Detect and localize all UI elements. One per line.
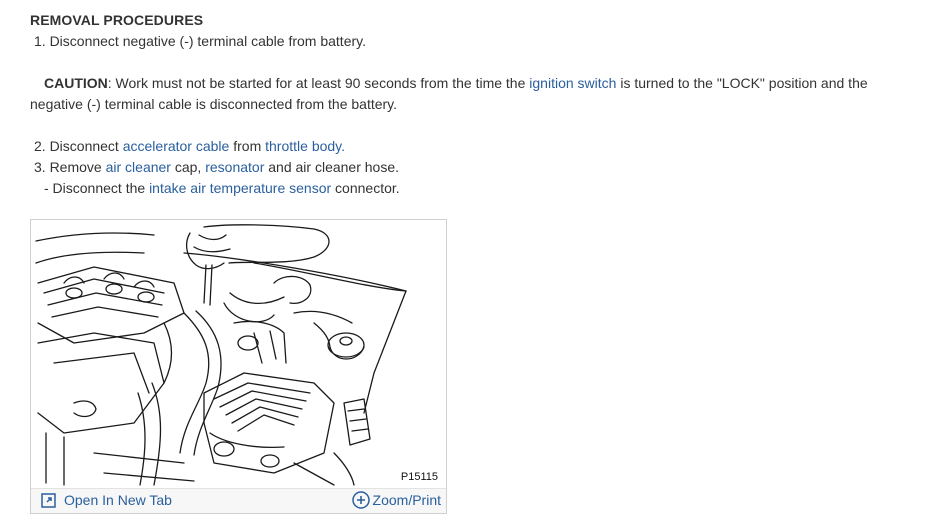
step-3-mid: cap, (170, 159, 206, 175)
caution-label: CAUTION (44, 75, 108, 91)
plus-circle-icon (351, 491, 370, 509)
engine-line-drawing (35, 224, 407, 486)
throttle-body-link[interactable]: throttle body (265, 138, 342, 154)
step-3-suffix: and air cleaner hose. (264, 159, 400, 175)
caution-line-1: CAUTION: Work must not be started for at… (44, 73, 868, 94)
step-2-mid: from (229, 138, 266, 154)
figure-toolbar: Open In New Tab Zoom/Print (31, 488, 446, 513)
step-1: 1. Disconnect negative (-) terminal cabl… (34, 33, 366, 49)
resonator-link[interactable]: resonator (205, 159, 265, 175)
step-3: 3. Remove air cleaner cap, resonator and… (34, 157, 399, 178)
figure-panel: P15115 Open In New Tab Zo (30, 219, 447, 514)
substep-disconnect-sensor: - Disconnect the intake air temperature … (44, 178, 400, 199)
section-heading: REMOVAL PROCEDURES (30, 12, 204, 28)
open-in-new-tab-label: Open In New Tab (64, 492, 172, 508)
caution-text-part1: : Work must not be started for at least … (107, 75, 530, 91)
air-cleaner-link[interactable]: air cleaner (105, 159, 171, 175)
accelerator-cable-link[interactable]: accelerator cable (122, 138, 230, 154)
engine-diagram[interactable] (34, 223, 443, 489)
step-2-prefix: 2. Disconnect (34, 138, 123, 154)
step-2-suffix: . (341, 138, 346, 154)
open-new-tab-icon (41, 492, 56, 508)
open-in-new-tab-button[interactable]: Open In New Tab (41, 492, 172, 508)
zoom-print-label: Zoom/Print (372, 492, 441, 508)
figure-code: P15115 (400, 471, 438, 483)
intake-air-temperature-sensor-link[interactable]: intake air temperature sensor (149, 180, 332, 196)
caution-text-part2: is turned to the "LOCK" position and the (616, 75, 868, 91)
substep-prefix: - Disconnect the (44, 180, 150, 196)
ignition-switch-link[interactable]: ignition switch (529, 75, 617, 91)
caution-line-2: negative (-) terminal cable is disconnec… (30, 96, 398, 112)
step-2: 2. Disconnect accelerator cable from thr… (34, 136, 345, 157)
zoom-print-button[interactable]: Zoom/Print (351, 491, 441, 509)
step-3-prefix: 3. Remove (34, 159, 106, 175)
substep-suffix: connector. (331, 180, 400, 196)
